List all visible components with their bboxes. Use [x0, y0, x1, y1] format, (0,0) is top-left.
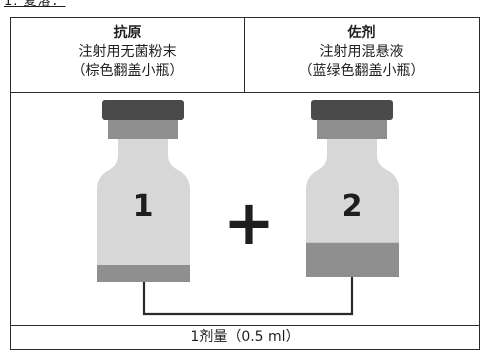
vial-2: 2 [306, 100, 399, 277]
vial-1: 1 [97, 100, 190, 282]
vial-2-crimp [317, 120, 387, 139]
connector-line [142, 277, 354, 316]
antigen-line1: 注射用无菌粉末 [78, 44, 177, 60]
step-label: 1. 复溶： [4, 0, 66, 9]
vial-1-cap [102, 100, 184, 120]
adjuvant-line1: 注射用混悬液 [319, 44, 404, 60]
footer-divider [11, 325, 479, 326]
dose-label: 1剂量（0.5 ml） [190, 329, 300, 345]
vial-1-number: 1 [133, 189, 154, 224]
antigen-title: 抗原 [113, 25, 142, 41]
vial-2-number: 2 [342, 189, 363, 224]
reconstitution-table: 抗原 注射用无菌粉末 （棕色翻盖小瓶） 佐剂 注射用混悬液 （蓝绿色翻盖小瓶） … [10, 17, 480, 350]
vial-1-crimp [108, 120, 178, 139]
vial-1-powder [97, 265, 190, 282]
vial-1-body [97, 139, 190, 282]
adjuvant-title: 佐剂 [347, 25, 376, 41]
adjuvant-header: 佐剂 注射用混悬液 （蓝绿色翻盖小瓶） [245, 18, 478, 81]
adjuvant-line2: （蓝绿色翻盖小瓶） [298, 63, 425, 79]
vial-2-cap [311, 100, 393, 120]
antigen-header: 抗原 注射用无菌粉末 （棕色翻盖小瓶） [11, 18, 244, 81]
vial-2-suspension [306, 242, 399, 277]
column-divider [244, 18, 245, 92]
header-divider [11, 92, 479, 93]
plus-sign: + [223, 186, 275, 259]
antigen-line2: （棕色翻盖小瓶） [71, 63, 184, 79]
vial-2-body [306, 139, 399, 277]
